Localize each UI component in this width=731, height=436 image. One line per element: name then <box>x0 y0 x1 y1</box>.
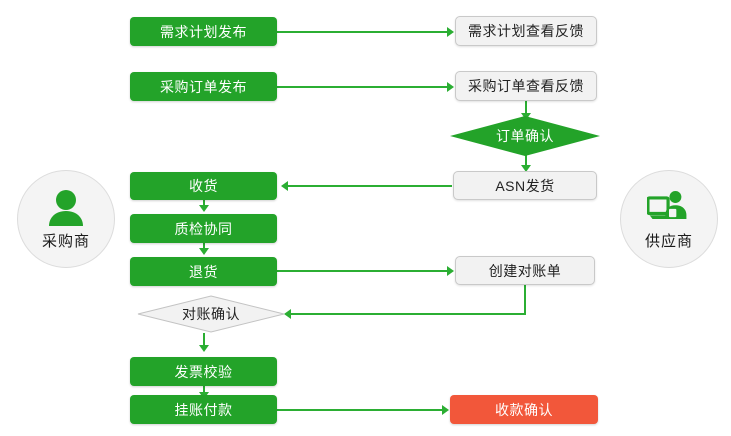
node-po-publish[interactable]: 采购订单发布 <box>130 72 277 101</box>
arrowhead-statement-to-statement-confirm <box>284 309 291 319</box>
arrowhead-order-confirm-to-asn <box>521 165 531 172</box>
node-order-confirm[interactable]: 订单确认 <box>450 116 600 156</box>
connector-statement-confirm-to-invoice <box>203 333 205 347</box>
node-label: 需求计划发布 <box>160 23 247 40</box>
node-demand-plan-publish[interactable]: 需求计划发布 <box>130 17 277 46</box>
connector-asn-to-receive <box>288 185 452 187</box>
diamond-shape <box>450 116 600 156</box>
node-payable-payment[interactable]: 挂账付款 <box>130 395 277 424</box>
node-statement-confirm[interactable]: 对账确认 <box>137 295 285 333</box>
node-label: 采购订单查看反馈 <box>468 78 584 94</box>
connector-quality-to-return <box>203 243 205 250</box>
node-label: 发票校验 <box>174 363 233 380</box>
arrowhead-asn-to-receive <box>281 181 288 191</box>
node-po-feedback[interactable]: 采购订单查看反馈 <box>455 71 597 101</box>
node-receive-goods[interactable]: 收货 <box>130 172 277 200</box>
node-label: 需求计划查看反馈 <box>468 23 584 39</box>
node-label: 对账确认 <box>182 306 240 322</box>
node-label: 收款确认 <box>495 401 553 418</box>
arrowhead-statement-confirm-to-invoice <box>199 345 209 352</box>
arrowhead-demand-plan-to-feedback <box>447 27 454 37</box>
connector-invoice-to-payment <box>203 386 205 394</box>
connector-po-to-feedback <box>277 86 447 88</box>
node-demand-plan-feedback[interactable]: 需求计划查看反馈 <box>455 16 597 46</box>
node-return-goods[interactable]: 退货 <box>130 257 277 286</box>
arrowhead-quality-to-return <box>199 248 209 255</box>
connector-statement-down <box>524 285 526 314</box>
connector-return-to-statement <box>277 270 447 272</box>
actor-supplier[interactable]: 供应商 <box>620 170 718 268</box>
user-at-computer-icon <box>647 187 691 227</box>
node-label: 采购订单发布 <box>160 78 247 95</box>
actor-buyer[interactable]: 采购商 <box>17 170 115 268</box>
node-invoice-check[interactable]: 发票校验 <box>130 357 277 386</box>
node-label: ASN发货 <box>495 177 555 194</box>
node-label: 订单确认 <box>496 128 554 144</box>
node-label: 质检协同 <box>174 220 233 237</box>
user-avatar-icon <box>44 187 88 227</box>
connector-receive-to-quality <box>203 200 205 207</box>
diamond-shape <box>137 295 285 333</box>
node-label: 创建对账单 <box>488 262 562 279</box>
connector-demand-plan-to-feedback <box>277 31 447 33</box>
connector-statement-to-statement-confirm <box>291 313 526 315</box>
node-create-statement[interactable]: 创建对账单 <box>455 256 595 285</box>
actor-label: 采购商 <box>41 233 90 250</box>
node-label: 挂账付款 <box>174 401 233 418</box>
connector-po-feedback-to-order-confirm <box>525 101 527 115</box>
node-asn-shipment[interactable]: ASN发货 <box>453 171 597 200</box>
node-quality-collab[interactable]: 质检协同 <box>130 214 277 243</box>
arrowhead-payment-to-receipt <box>442 405 449 415</box>
connector-payment-to-receipt <box>277 409 442 411</box>
node-label: 退货 <box>189 263 218 280</box>
connector-order-confirm-to-asn <box>525 155 527 168</box>
arrowhead-po-to-feedback <box>447 82 454 92</box>
node-receipt-confirm[interactable]: 收款确认 <box>450 395 598 424</box>
node-label: 收货 <box>189 178 218 194</box>
arrowhead-return-to-statement <box>447 266 454 276</box>
arrowhead-receive-to-quality <box>199 205 209 212</box>
actor-label: 供应商 <box>644 233 693 250</box>
